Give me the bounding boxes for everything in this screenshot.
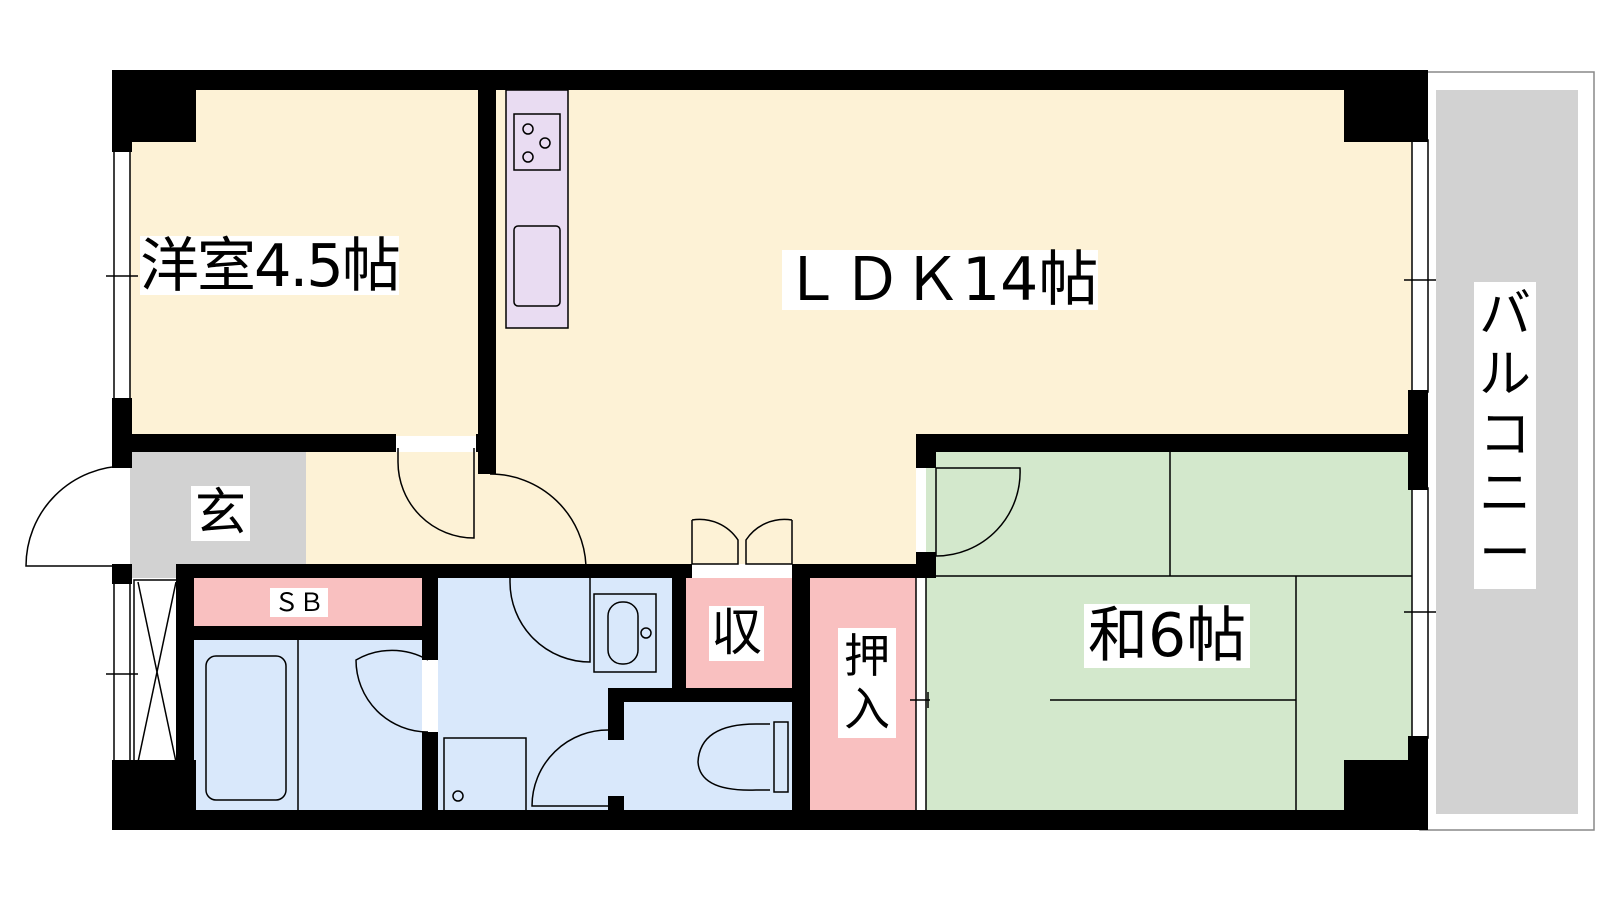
drain-icon (452, 790, 464, 802)
closet-label: 押 入 (838, 628, 896, 738)
stove-icon (513, 113, 561, 171)
balcony-label-char-1: バ (1478, 285, 1531, 345)
storage-x-mark (133, 579, 181, 765)
wash-basin-icon (593, 593, 657, 673)
hallway-floor (306, 452, 494, 578)
balcony-label-char-2: ル (1478, 344, 1531, 405)
ldk-label: ＬＤＫ14帖 (782, 245, 1099, 315)
windows (113, 139, 1429, 813)
tatami-lines (926, 452, 1412, 812)
entrance-label: 玄 (191, 486, 251, 541)
storage-label: 収 (709, 604, 765, 663)
sink-icon (513, 225, 561, 307)
bathtub-icon (205, 655, 287, 801)
toilet-icon (697, 721, 789, 793)
kitchen-counter (506, 90, 568, 328)
ldk-floor-lower (494, 436, 916, 564)
closet-label-char-2: 入 (844, 681, 890, 736)
walls (112, 70, 1428, 830)
toilet-floor (624, 700, 792, 812)
balcony-label: バ ル コ ニ ー (1474, 282, 1536, 589)
window-ticks (106, 275, 1436, 708)
balcony-label-char-5: ー (1478, 524, 1531, 585)
bath-floor (194, 640, 422, 812)
faucet-icon (640, 627, 652, 639)
shoe-box-label: ＳＢ (270, 588, 329, 617)
japanese-room-label: 和6帖 (1084, 604, 1251, 668)
western-room-label: 洋室4.5帖 (140, 231, 401, 300)
door-swings (25, 448, 1021, 807)
basin-bowl (607, 601, 639, 665)
closet-label-char-1: 押 (844, 629, 890, 683)
balcony-label-char-3: コ (1478, 404, 1531, 465)
balcony-label-char-4: ニ (1478, 464, 1531, 525)
